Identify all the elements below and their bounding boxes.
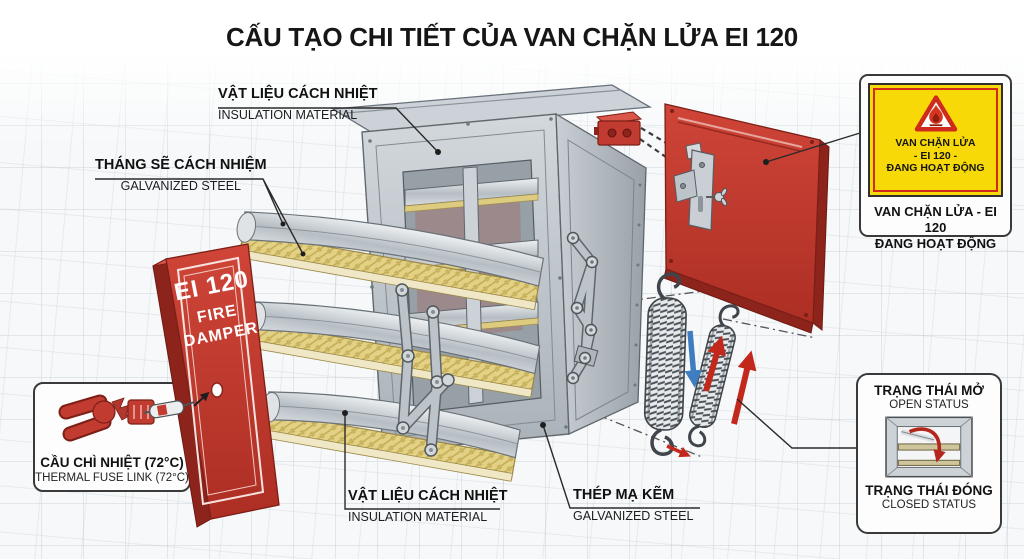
closed-status-vi: TRẠNG THÁI ĐÓNG [865,483,993,498]
label-galvanized-bottom: THÉP MẠ KẼM GALVANIZED STEEL [573,487,693,523]
fire-warning-triangle-icon [914,95,957,132]
label-insulation-bottom-vi: VẬT LIỆU CÁCH NHIỆT [348,488,508,504]
status-callout: TRẠNG THÁI MỞ OPEN STATUS TRẠNG THÁI ĐÓN… [856,373,1002,534]
label-galvanized-bottom-vi: THÉP MẠ KẼM [573,487,675,503]
fuse-mount-hole [210,382,224,398]
label-insulation-top-vi: VẬT LIỆU CÁCH NHIỆT [218,86,378,102]
warning-sign-line-3: ĐANG HOẠT ĐỘNG [886,162,985,174]
label-insulation-bottom: VẬT LIỆU CÁCH NHIỆT INSULATION MATERIAL [348,488,508,524]
damper-open-close-icon [885,416,973,478]
down-arrow [684,330,703,388]
label-insulation-top-en: INSULATION MATERIAL [218,108,358,122]
warning-caption-line-2: ĐANG HOẠT ĐỘNG [874,236,997,251]
open-status-vi: TRẠNG THÁI MỞ [874,383,984,398]
warning-sign-inner-frame: VAN CHẶN LỬA - EI 120 - ĐANG HOẠT ĐỘNG [873,88,998,192]
warning-caption-line-1: VAN CHẶN LỬA - EI 120 [874,204,997,235]
return-spring-large [643,272,687,456]
warning-sign-line-2: - EI 120 - [913,149,958,162]
open-status-en: OPEN STATUS [889,399,969,411]
up-arrow-2 [731,350,757,425]
closed-status-en: CLOSED STATUS [881,499,977,511]
label-galvanized-bottom-en: GALVANIZED STEEL [573,509,694,523]
warning-sign: VAN CHẶN LỬA - EI 120 - ĐANG HOẠT ĐỘNG [868,83,1003,197]
label-galvanized-left: THÁNG SẼ CÁCH NHIỆM GALVANIZED STEEL [95,157,267,193]
label-galvanized-left-vi: THÁNG SẼ CÁCH NHIỆM [95,157,267,173]
warning-sign-line-1: VAN CHẶN LỬA [895,137,976,149]
page-title: CẤU TẠO CHI TIẾT CỦA VAN CHẶN LỬA EI 120 [226,22,798,52]
limit-switch-actuator [594,111,643,146]
label-galvanized-left-en: GALVANIZED STEEL [120,179,241,193]
warning-callout: VAN CHẶN LỬA - EI 120 - ĐANG HOẠT ĐỘNG V… [859,74,1012,251]
damper-door-panel [663,103,830,334]
label-insulation-top: VẬT LIỆU CÁCH NHIỆT INSULATION MATERIAL [218,86,378,122]
label-insulation-bottom-en: INSULATION MATERIAL [348,510,488,524]
